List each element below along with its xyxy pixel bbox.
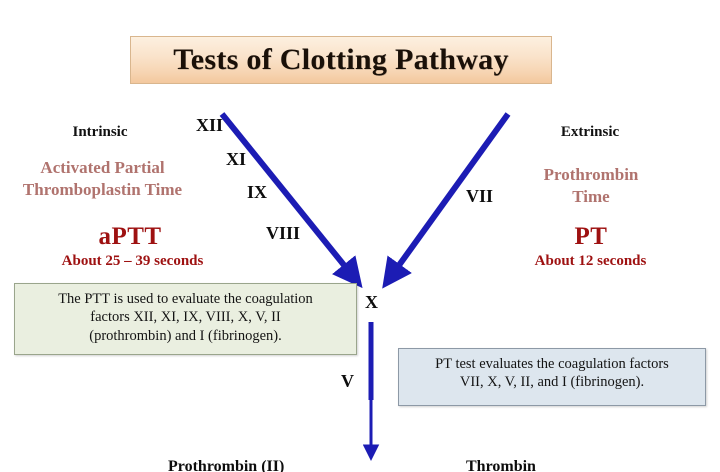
factor-vii: VII <box>466 186 494 206</box>
bottom-label-prothrombin: Prothrombin (II) <box>168 458 285 472</box>
pt-description-line2: VII, X, V, II, and I (fibrinogen). <box>459 374 645 391</box>
extrinsic-test-name-line1: Prothrombin <box>543 165 639 184</box>
factor-v: V <box>341 371 354 391</box>
factor-viii: VIII <box>266 223 301 243</box>
page-title: Tests of Clotting Pathway <box>173 43 509 76</box>
intrinsic-test-name-line1: Activated Partial <box>40 158 165 177</box>
page-title-box: Tests of Clotting Pathway <box>130 36 552 84</box>
ptt-description-line2: factors XII, XI, IX, VIII, X, V, II <box>90 309 281 326</box>
extrinsic-test-name-line2: Time <box>572 187 610 206</box>
extrinsic-pathway-label: Extrinsic <box>560 124 620 140</box>
intrinsic-test-abbreviation: aPTT <box>98 223 162 250</box>
factor-xi: XI <box>226 149 247 169</box>
extrinsic-reference-time: About 12 seconds <box>534 253 647 269</box>
factor-ix: IX <box>247 182 268 202</box>
pt-description-line1: PT test evaluates the coagulation factor… <box>435 356 669 372</box>
ptt-description-line1: The PTT is used to evaluate the coagulat… <box>58 291 313 307</box>
intrinsic-pathway-label: Intrinsic <box>72 124 128 140</box>
factor-xii: XII <box>196 115 224 135</box>
ptt-description-line3: (prothrombin) and I (fibrinogen). <box>89 327 282 344</box>
ptt-description-box: The PTT is used to evaluate the coagulat… <box>14 283 357 355</box>
extrinsic-test-abbreviation: PT <box>574 223 608 250</box>
pt-description-box: PT test evaluates the coagulation factor… <box>398 348 706 406</box>
factor-x: X <box>365 292 378 312</box>
intrinsic-reference-time: About 25 – 39 seconds <box>61 253 204 269</box>
intrinsic-pathway-arrow <box>219 112 363 289</box>
intrinsic-test-name-line2: Thromboplastin Time <box>22 180 183 199</box>
bottom-label-thrombin: Thrombin <box>466 458 536 472</box>
